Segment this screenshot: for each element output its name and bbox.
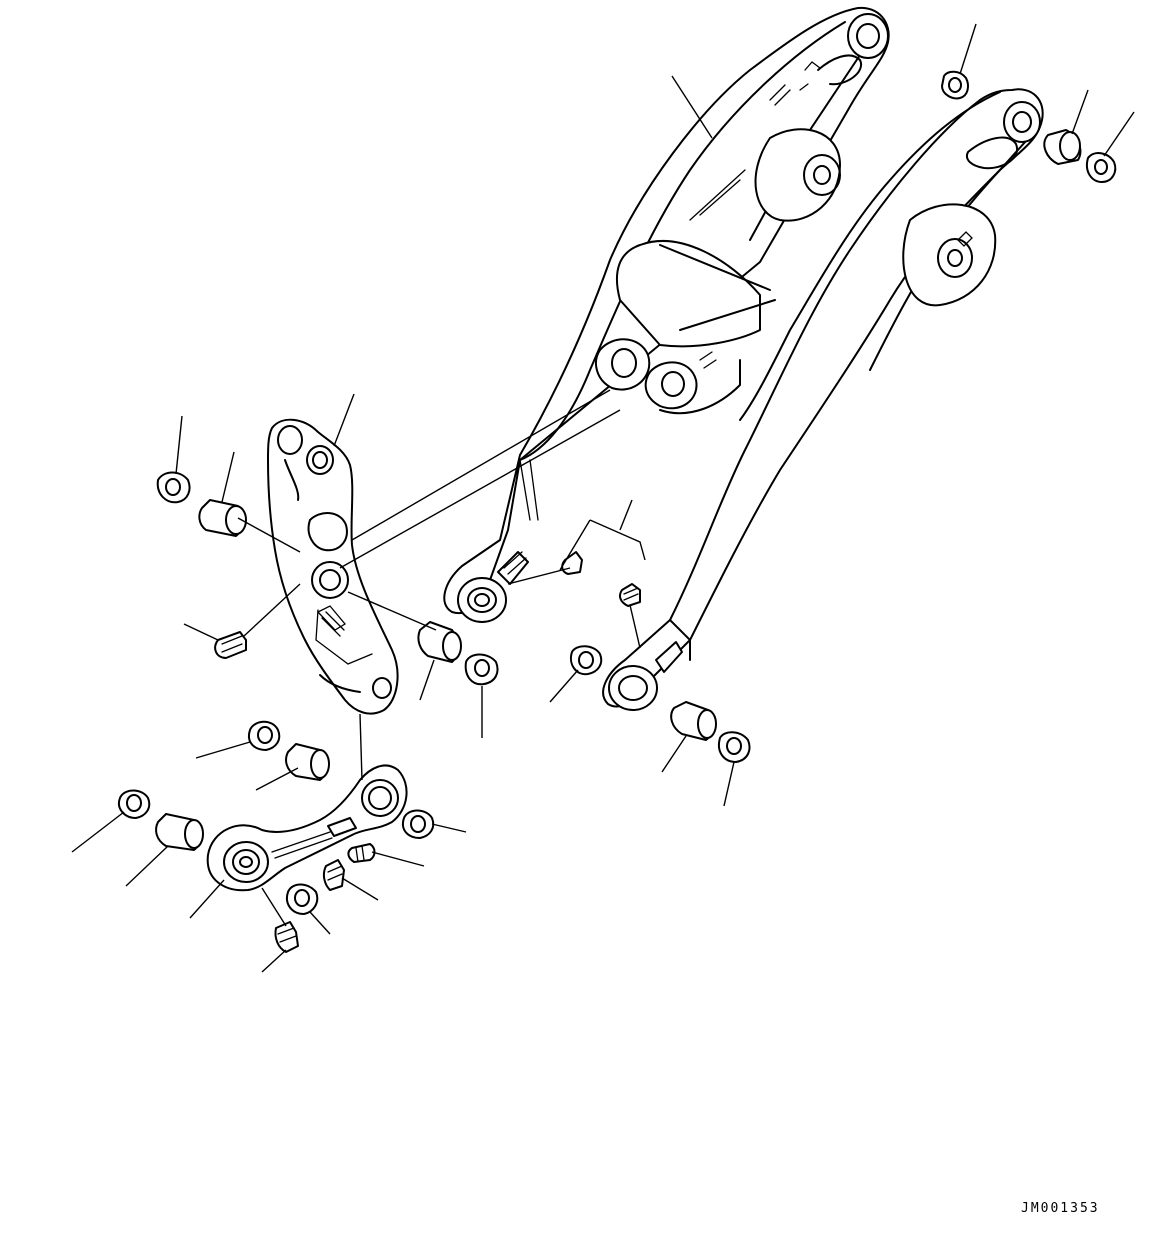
grease-fitting[interactable] bbox=[214, 631, 247, 659]
bushing[interactable] bbox=[155, 813, 204, 851]
seal-ring[interactable] bbox=[156, 471, 191, 504]
bushing[interactable] bbox=[417, 621, 462, 663]
grease-fitting[interactable] bbox=[619, 583, 641, 607]
pin[interactable] bbox=[347, 843, 376, 863]
seal-ring[interactable] bbox=[118, 789, 151, 819]
bushing[interactable] bbox=[198, 499, 247, 537]
seal-ring[interactable] bbox=[941, 70, 969, 100]
drawing-code: JM001353 bbox=[1021, 1201, 1100, 1216]
bushing[interactable] bbox=[670, 701, 717, 741]
grease-fitting[interactable] bbox=[322, 859, 345, 891]
bushing[interactable] bbox=[1043, 129, 1082, 165]
seal-ring[interactable] bbox=[286, 883, 319, 915]
seal-ring[interactable] bbox=[248, 720, 281, 751]
leader-lines bbox=[71, 23, 1135, 973]
lift-arm-left-end[interactable] bbox=[457, 551, 529, 623]
link[interactable] bbox=[206, 764, 408, 892]
grease-fitting[interactable] bbox=[561, 551, 583, 575]
seal-ring[interactable] bbox=[718, 731, 751, 763]
grease-fitting[interactable] bbox=[274, 921, 299, 953]
seal-ring[interactable] bbox=[1086, 152, 1117, 183]
lift-arm-right-member[interactable] bbox=[602, 88, 1044, 711]
seal-ring[interactable] bbox=[570, 645, 603, 676]
seal-ring[interactable] bbox=[402, 809, 435, 839]
bellcrank[interactable] bbox=[267, 418, 399, 715]
bushing[interactable] bbox=[285, 743, 330, 781]
seal-ring[interactable] bbox=[464, 653, 499, 686]
lift-arm-cross-tube[interactable] bbox=[595, 240, 776, 415]
